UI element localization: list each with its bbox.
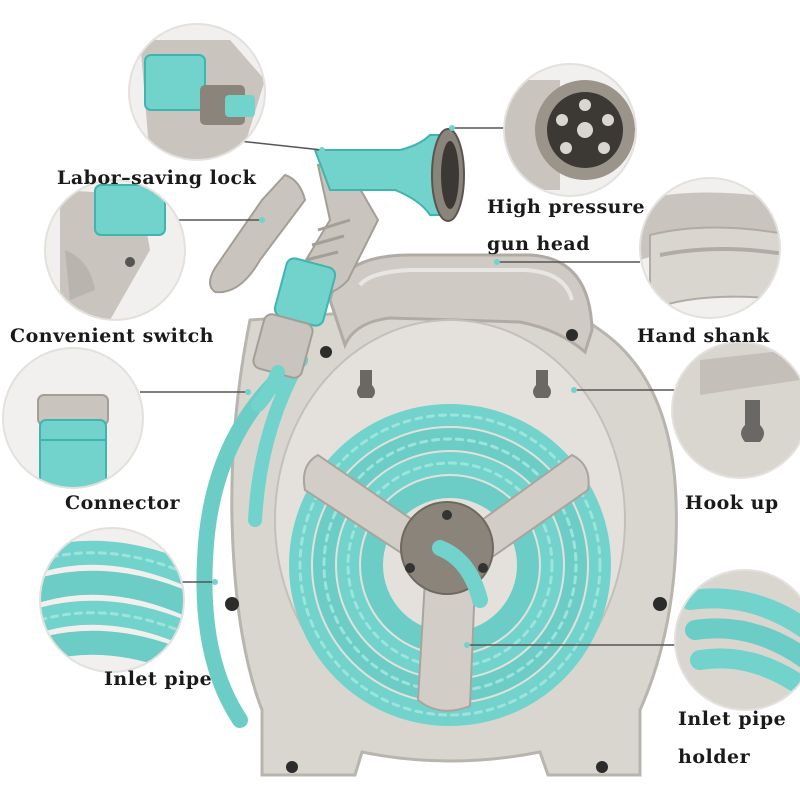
label-inlet-pipe-holder-line2: holder <box>678 746 751 768</box>
hand-shank-handle <box>328 253 594 355</box>
gun-trigger <box>209 173 307 294</box>
label-connector: Connector <box>65 492 181 514</box>
hose-reel-product <box>196 253 678 777</box>
hand-shank-detail <box>639 177 781 319</box>
label-high-pressure-line1: High pressure <box>487 196 646 218</box>
label-hook-up: Hook up <box>685 492 779 514</box>
label-labor-saving-lock: Labor–saving lock <box>57 167 257 189</box>
label-hand-shank: Hand shank <box>637 325 770 347</box>
label-inlet-pipe: Inlet pipe <box>104 668 213 690</box>
hook-slot-right <box>533 370 551 398</box>
inlet-pipe-detail <box>39 527 185 673</box>
spray-gun <box>209 128 465 412</box>
inlet-pipe-holder-detail <box>674 569 800 711</box>
connector-detail <box>2 347 144 489</box>
convenient-switch-detail <box>44 179 186 321</box>
labor-saving-lock-detail <box>128 23 266 161</box>
label-inlet-pipe-holder-line1: Inlet pipe <box>678 708 787 730</box>
label-high-pressure-line2: gun head <box>487 233 591 255</box>
hook-slot-left <box>357 370 375 398</box>
hook-up-detail <box>671 341 800 479</box>
leader-lock <box>229 139 323 151</box>
spray-head-detail <box>503 63 637 197</box>
label-convenient-switch: Convenient switch <box>10 325 214 347</box>
